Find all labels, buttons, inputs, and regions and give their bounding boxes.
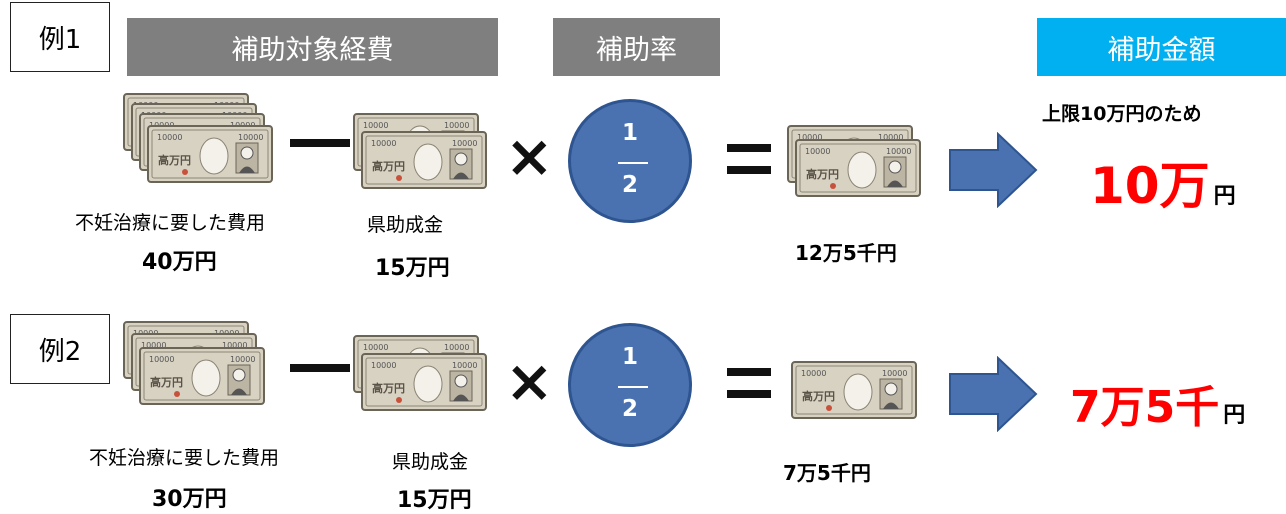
result-amount: 10万円	[1090, 157, 1236, 215]
equals-icon	[727, 144, 771, 174]
subsidy-label: 県助成金	[367, 214, 444, 236]
cost-label: 不妊治療に要した費用	[89, 447, 280, 469]
subsidy-label: 県助成金	[392, 451, 469, 473]
banknote-icon	[790, 360, 920, 422]
rate-header: 補助率	[553, 18, 720, 76]
right-arrow-icon	[948, 132, 1038, 208]
fraction-circle: 1 2	[568, 323, 692, 447]
cost-value: 30万円	[152, 487, 227, 512]
cost-value: 40万円	[142, 250, 217, 275]
cap-note: 上限10万円のため	[1042, 103, 1202, 125]
example-1-label: 例1	[10, 2, 110, 72]
cost-label: 不妊治療に要した費用	[75, 212, 266, 234]
result-amount: 7万5千円	[1070, 382, 1246, 433]
amount-header: 補助金額	[1037, 18, 1286, 76]
example-2-label: 例2	[10, 314, 110, 384]
times-icon: ×	[505, 347, 554, 415]
equals-icon	[727, 368, 771, 398]
subsidy-value: 15万円	[375, 256, 450, 281]
right-arrow-icon	[948, 356, 1038, 432]
fraction-circle: 1 2	[568, 99, 692, 223]
target-cost-header: 補助対象経費	[127, 18, 498, 76]
subsidy-value: 15万円	[397, 488, 472, 513]
minus-icon	[290, 364, 350, 372]
banknote-icon	[352, 334, 492, 414]
calc-value: 12万5千円	[795, 241, 897, 265]
banknote-icon	[352, 112, 492, 192]
calc-value: 7万5千円	[783, 461, 871, 485]
banknote-stack-icon	[122, 320, 282, 420]
minus-icon	[290, 139, 350, 147]
times-icon: ×	[505, 122, 554, 190]
banknote-stack-icon	[122, 92, 282, 192]
banknote-icon	[786, 124, 926, 204]
